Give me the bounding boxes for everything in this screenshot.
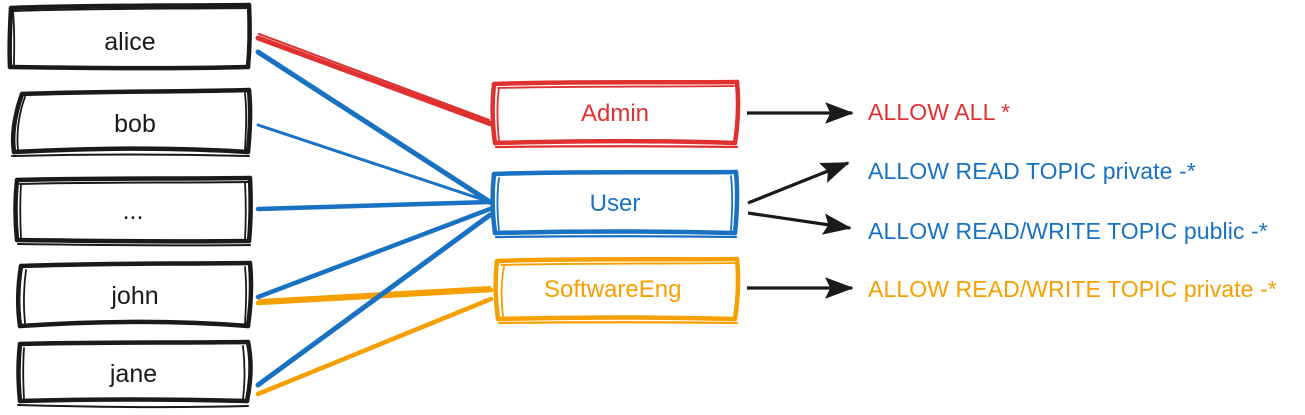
user-box-john[interactable] xyxy=(15,260,254,329)
link-alice-user xyxy=(255,49,493,205)
link-bob-user xyxy=(256,123,492,204)
role-box-user[interactable] xyxy=(490,169,740,239)
user-box-jane[interactable] xyxy=(16,339,253,409)
link-alice-admin xyxy=(255,32,494,127)
role-box-admin[interactable] xyxy=(490,79,741,149)
arrow-user-read-private xyxy=(747,161,850,205)
link-jane-user xyxy=(255,212,493,388)
user-box-alice[interactable] xyxy=(7,2,252,71)
link-jane-sweng xyxy=(255,296,494,397)
arrow-user-readwrite-public xyxy=(747,211,852,235)
role-box-sweng[interactable] xyxy=(493,256,741,325)
link-more-user xyxy=(255,199,493,212)
user-box-more[interactable] xyxy=(13,175,253,247)
link-john-sweng xyxy=(255,286,494,306)
user-box-bob[interactable] xyxy=(10,87,253,157)
link-john-user xyxy=(255,206,493,300)
